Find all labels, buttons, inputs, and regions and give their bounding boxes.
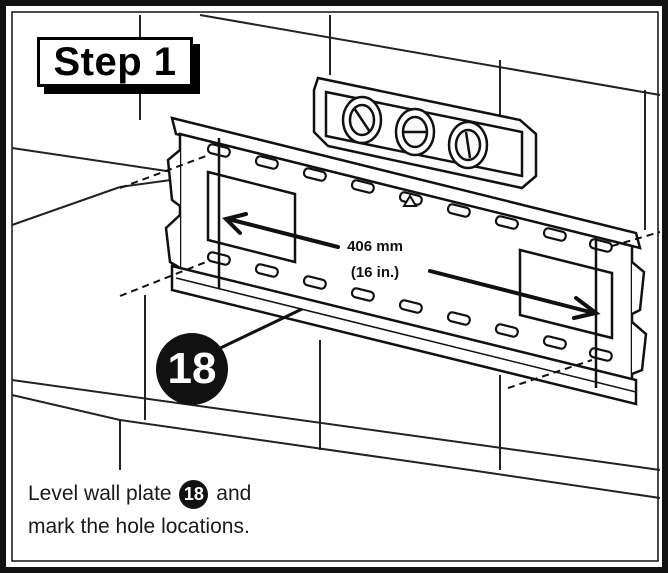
panel-inner-border xyxy=(11,11,659,562)
instruction-caption: Level wall plate 18 and mark the hole lo… xyxy=(28,477,368,543)
caption-line2: mark the hole locations. xyxy=(28,515,250,538)
dimension-arrow xyxy=(222,212,601,320)
dashed-guide-lines xyxy=(119,155,661,389)
dimension-metric: 406 mm xyxy=(347,238,403,255)
caption-line1-start: Level wall plate xyxy=(28,482,172,505)
bubble-level xyxy=(312,76,538,190)
dimension-imperial: (16 in.) xyxy=(350,264,400,281)
wall-plate xyxy=(164,116,648,406)
part-number-badge: 18 xyxy=(156,333,228,405)
caption-part-badge: 18 xyxy=(179,479,209,509)
plate-slots-bottom xyxy=(206,251,613,362)
step-title: Step 1 xyxy=(37,37,193,87)
caption-line1-end: and xyxy=(216,482,252,505)
triangle-marker xyxy=(402,194,418,207)
part-leader-line xyxy=(211,307,303,354)
dimension-label: 406 mm (16 in.) xyxy=(330,234,420,286)
